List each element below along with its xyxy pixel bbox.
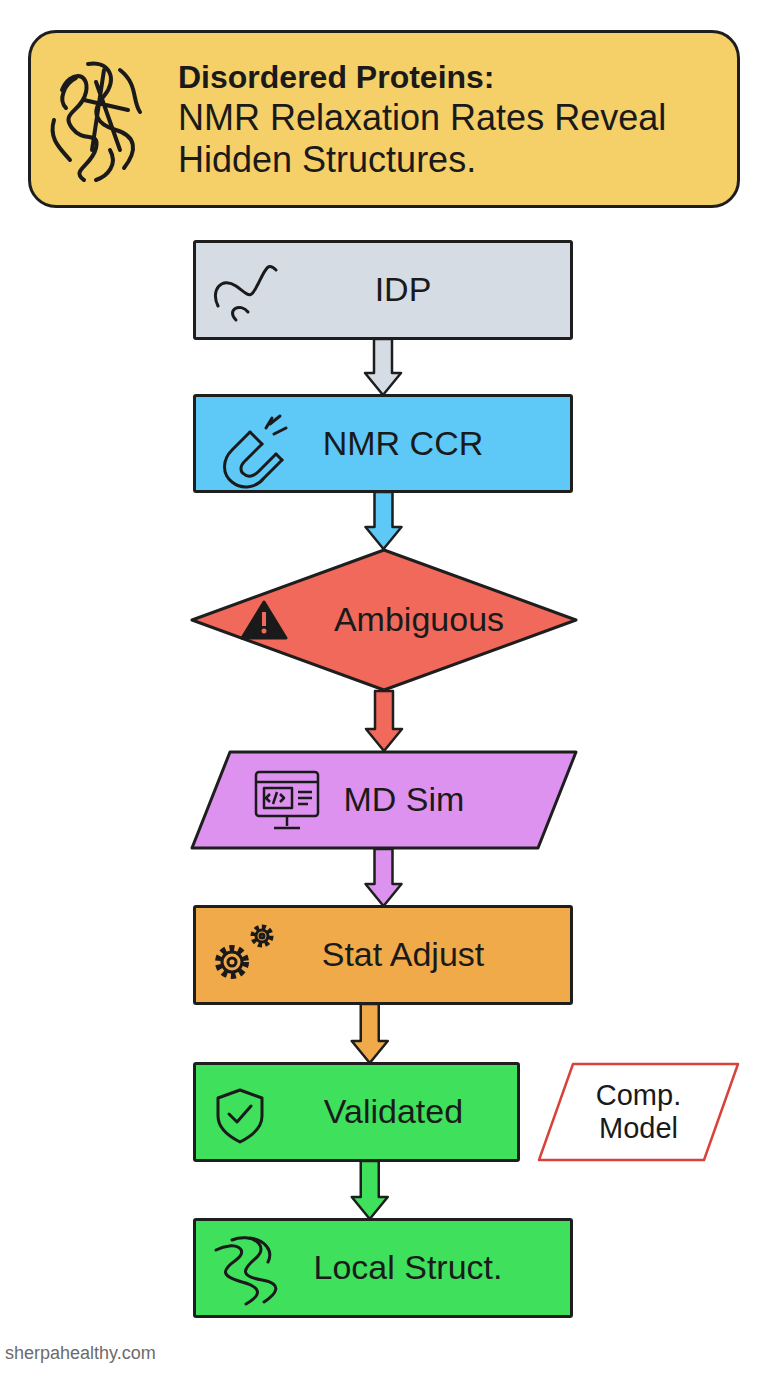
node-label: NMR CCR xyxy=(323,424,484,463)
flow-arrow xyxy=(366,849,402,906)
arrow-shape xyxy=(366,492,402,549)
flow-arrow xyxy=(365,339,401,395)
arrow-shape xyxy=(366,691,402,751)
data-parallelogram-fill xyxy=(192,752,576,848)
node-label: Ambiguous xyxy=(334,600,504,639)
flow-arrow xyxy=(352,1004,388,1063)
node-label: Validated xyxy=(324,1092,463,1131)
arrow-shape xyxy=(352,1004,388,1063)
watermark: sherpahealthy.com xyxy=(5,1343,156,1364)
data-parallelogram: MD Sim xyxy=(190,750,578,850)
arrow-shape xyxy=(366,849,402,906)
node-label: Comp. Model xyxy=(574,1079,704,1146)
model-parallelogram-fill xyxy=(539,1064,738,1160)
flow-arrow xyxy=(366,492,402,549)
decision-diamond-fill xyxy=(192,550,576,690)
model-parallelogram: Comp. Model xyxy=(537,1062,740,1162)
decision-diamond: Ambiguous xyxy=(190,548,578,692)
process-box: Local Struct. xyxy=(193,1218,573,1318)
node-label: Stat Adjust xyxy=(322,935,485,974)
flow-arrow xyxy=(366,691,402,751)
process-box: IDP xyxy=(193,240,573,340)
title-heading: Disordered Proteins: xyxy=(178,57,495,97)
node-label: IDP xyxy=(375,270,432,309)
arrow-shape xyxy=(352,1161,388,1219)
title-subtitle: NMR Relaxation Rates Reveal Hidden Struc… xyxy=(178,97,723,181)
process-box: Stat Adjust xyxy=(193,905,573,1005)
node-label: MD Sim xyxy=(344,780,465,819)
arrow-shape xyxy=(365,339,401,395)
flow-arrow xyxy=(352,1161,388,1219)
title-box: Disordered Proteins:NMR Relaxation Rates… xyxy=(28,30,740,208)
node-label: Local Struct. xyxy=(314,1248,503,1287)
process-box: NMR CCR xyxy=(193,394,573,493)
process-box: Validated xyxy=(193,1062,520,1162)
